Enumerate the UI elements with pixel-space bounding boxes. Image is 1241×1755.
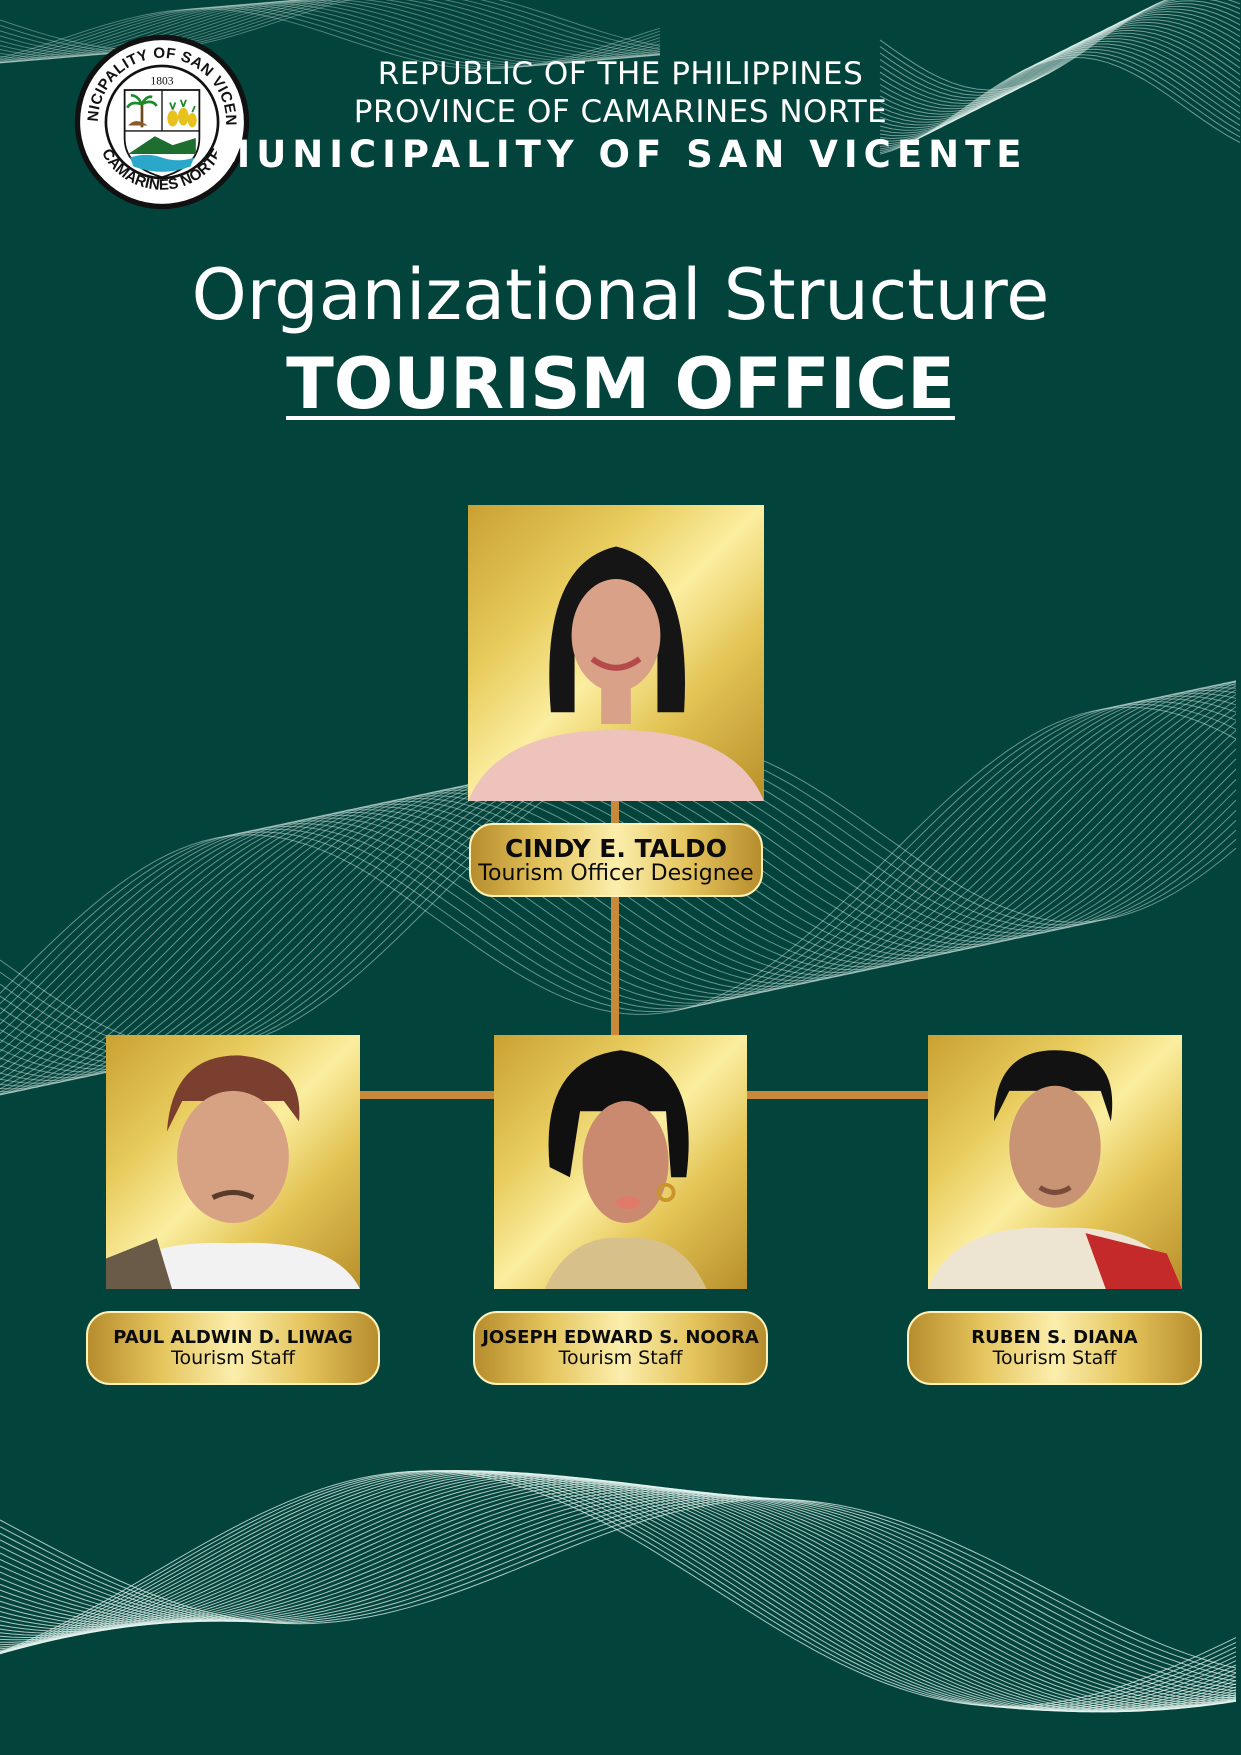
staff-nameplate-1: PAUL ALDWIN D. LIWAG Tourism Staff (86, 1311, 380, 1385)
staff-name-1: PAUL ALDWIN D. LIWAG (113, 1326, 353, 1348)
connector-left (360, 1091, 494, 1099)
head-photo (468, 505, 764, 801)
connector-right (747, 1091, 929, 1099)
head-nameplate: CINDY E. TALDO Tourism Officer Designee (469, 823, 763, 897)
header-province: PROVINCE OF CAMARINES NORTE (353, 94, 888, 130)
staff-photo-3 (928, 1035, 1182, 1289)
municipal-seal-logo: MUNICIPALITY OF SAN VICENTE CAMARINES NO… (73, 33, 250, 210)
connector-vertical (611, 798, 619, 1036)
staff-photo-2 (494, 1035, 747, 1289)
svg-text:1803: 1803 (150, 75, 173, 88)
head-role: Tourism Officer Designee (478, 860, 754, 886)
office-title: TOURISM OFFICE (286, 343, 955, 425)
header-municipality: MUNICIPALITY OF SAN VICENTE (213, 133, 1028, 176)
staff-nameplate-2: JOSEPH EDWARD S. NOORA Tourism Staff (473, 1311, 768, 1385)
staff-role-1: Tourism Staff (171, 1346, 295, 1369)
staff-role-3: Tourism Staff (992, 1346, 1117, 1369)
staff-nameplate-3: RUBEN S. DIANA Tourism Staff (907, 1311, 1202, 1385)
staff-role-2: Tourism Staff (558, 1346, 683, 1369)
staff-name-2: JOSEPH EDWARD S. NOORA (482, 1326, 759, 1348)
page-title: Organizational Structure (191, 254, 1050, 336)
header-republic: REPUBLIC OF THE PHILIPPINES (377, 56, 864, 92)
staff-name-3: RUBEN S. DIANA (971, 1326, 1138, 1348)
head-name: CINDY E. TALDO (505, 833, 727, 863)
staff-photo-1 (106, 1035, 360, 1289)
